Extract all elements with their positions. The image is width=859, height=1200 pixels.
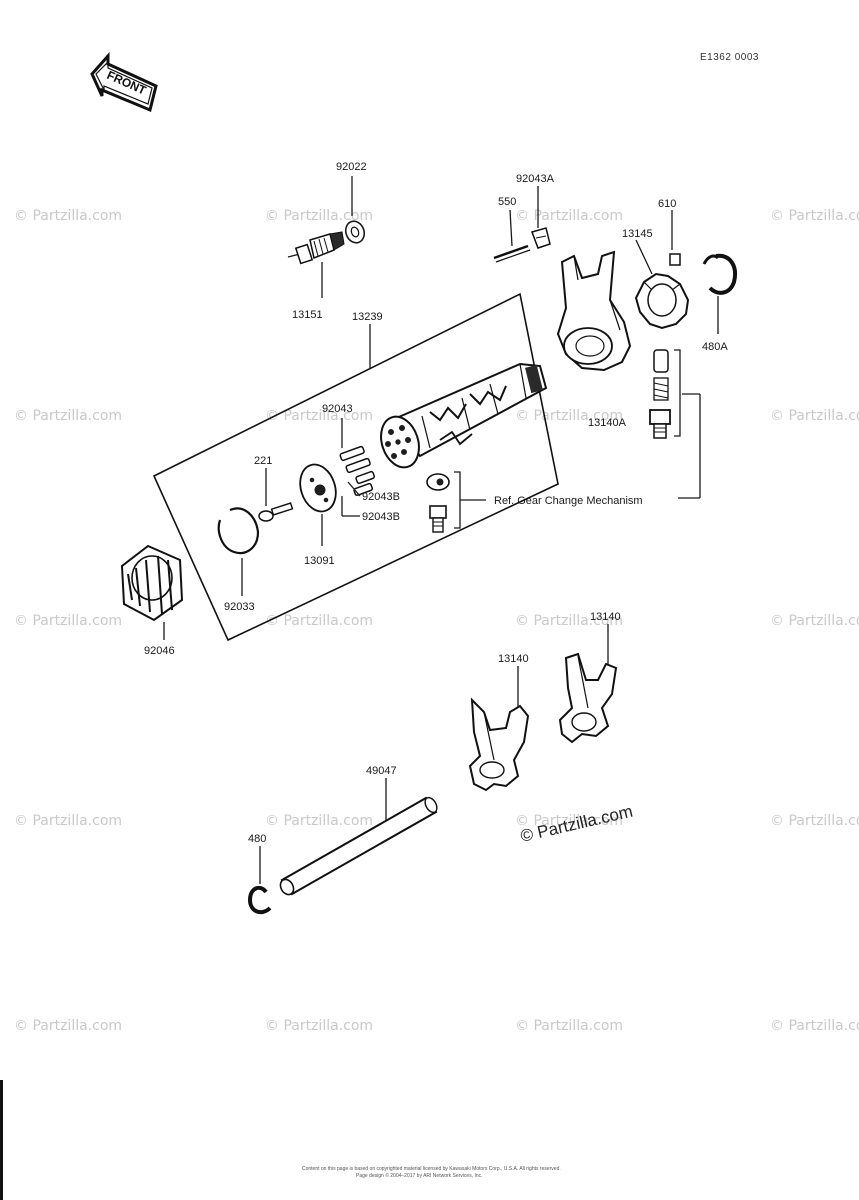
reference-bracket <box>454 393 701 529</box>
diagram-code: E1362 0003 <box>700 52 759 63</box>
watermark: © Partzilla.com <box>515 408 623 424</box>
watermark: © Partzilla.com <box>770 208 859 224</box>
watermark: © Partzilla.com <box>14 1018 122 1034</box>
watermark: © Partzilla.com <box>14 408 122 424</box>
watermark: © Partzilla.com <box>265 813 373 829</box>
watermark: © Partzilla.com <box>265 1018 373 1034</box>
watermark: © Partzilla.com <box>515 813 623 829</box>
part-label-13140A: 13140A <box>588 417 627 429</box>
fork-shaft-49047 <box>279 778 438 896</box>
pin-550 <box>493 209 531 263</box>
watermark: © Partzilla.com <box>770 1018 859 1034</box>
neutral-switch-13151 <box>287 231 345 298</box>
pin-92043B-leaders <box>341 481 361 517</box>
part-label-92022: 92022 <box>336 161 367 173</box>
part-label-92043: 92043 <box>322 403 353 415</box>
pin-92043 <box>339 418 376 497</box>
part-label-610: 610 <box>658 198 676 210</box>
screw-221 <box>258 468 294 522</box>
part-label-92046: 92046 <box>144 645 175 657</box>
copyright-mark: © Partzilla.com <box>519 802 635 846</box>
watermark: © Partzilla.com <box>14 208 122 224</box>
shift-drum-cam-13145 <box>634 239 690 330</box>
watermark: © Partzilla.com <box>515 613 623 629</box>
part-label-13239: 13239 <box>352 311 383 323</box>
watermark-layer: © Partzilla.com © Partzilla.com © Partzi… <box>14 208 859 1034</box>
footer-line-1: Content on this page is based on copyrig… <box>302 1166 561 1172</box>
part-label-92043A: 92043A <box>516 173 555 185</box>
watermark: © Partzilla.com <box>515 208 623 224</box>
watermark: © Partzilla.com <box>265 408 373 424</box>
detent-assembly-13140A <box>649 349 681 439</box>
part-label-13091: 13091 <box>304 555 335 567</box>
shift-fork-13140-left <box>468 666 530 792</box>
watermark: © Partzilla.com <box>14 813 122 829</box>
front-arrow: FRONT <box>90 52 158 113</box>
drum-assembly-box <box>152 292 559 642</box>
part-label-92033: 92033 <box>224 601 255 613</box>
watermark: © Partzilla.com <box>770 408 859 424</box>
drum-plate-13091 <box>299 463 337 546</box>
washer-92022 <box>344 176 366 244</box>
watermark: © Partzilla.com <box>14 613 122 629</box>
shift-fork-upper <box>556 250 632 372</box>
pin-92043A <box>531 186 551 249</box>
part-label-13145: 13145 <box>622 228 653 240</box>
dowel-610 <box>669 210 681 266</box>
scan-edge-bar <box>0 1080 3 1200</box>
part-label-480A: 480A <box>702 341 728 353</box>
footer-line-2: Page design © 2004–2017 by ARI Network S… <box>356 1172 483 1179</box>
circlip-480 <box>247 846 272 915</box>
part-label-550: 550 <box>498 196 516 208</box>
watermark: © Partzilla.com <box>265 208 373 224</box>
part-label-13151: 13151 <box>292 309 323 321</box>
drum-stopper <box>426 473 450 533</box>
watermark: © Partzilla.com <box>770 613 859 629</box>
circlip-92033 <box>217 507 260 596</box>
part-label-49047: 49047 <box>366 765 397 777</box>
part-label-13140: 13140 <box>498 653 529 665</box>
reference-note: Ref. Gear Change Mechanism <box>494 495 643 507</box>
watermark: © Partzilla.com <box>515 1018 623 1034</box>
watermark: © Partzilla.com <box>265 613 373 629</box>
part-label-92043B: 92043B <box>362 491 400 503</box>
circlip-480A <box>702 253 737 334</box>
part-label-92043B: 92043B <box>362 511 400 523</box>
part-label-221: 221 <box>254 455 272 467</box>
needle-bearing-92046 <box>120 544 184 640</box>
part-label-13140: 13140 <box>590 611 621 623</box>
watermark: © Partzilla.com <box>770 813 859 829</box>
shift-drum-13239 <box>380 362 548 469</box>
part-label-480: 480 <box>248 833 266 845</box>
shift-fork-13140-right <box>558 624 618 744</box>
